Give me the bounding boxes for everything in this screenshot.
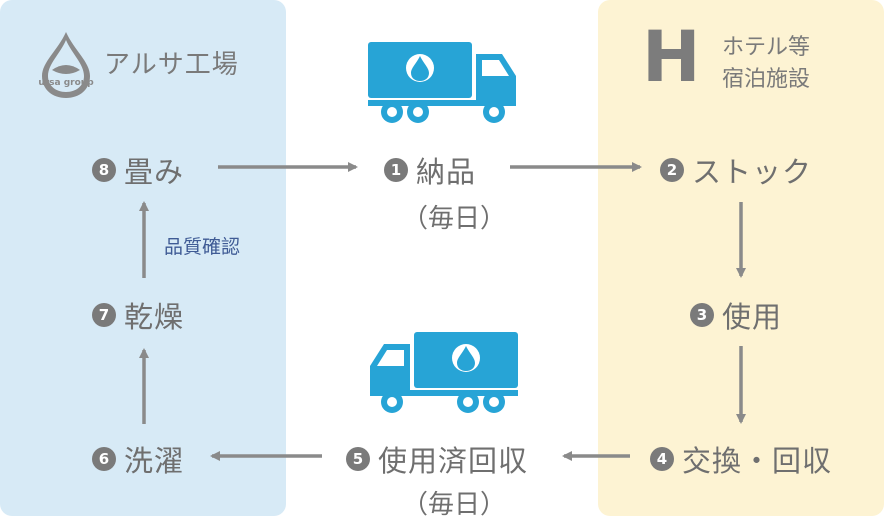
step-8-folding: 8 畳み [92, 149, 184, 191]
step-number-badge: 1 [384, 158, 408, 182]
hotel-name: ホテル等 宿泊施設 [722, 32, 810, 96]
step-number-badge: 2 [660, 158, 684, 182]
factory-name: アルサ工場 [104, 50, 239, 80]
step-number-badge: 4 [650, 447, 674, 471]
hotel-name-line1: ホテル等 [722, 35, 811, 60]
delivery-truck-icon [368, 42, 516, 123]
step-5-frequency: （毎日） [402, 490, 507, 520]
step-label: 納品 [416, 155, 477, 189]
step-number-badge: 5 [346, 447, 370, 471]
ursa-drop-logo-icon: ursa group [38, 32, 94, 98]
step-label: 使用 [722, 300, 783, 334]
step-number-badge: 8 [92, 158, 116, 182]
step-4-exchange-collect: 4 交換・回収 [650, 438, 832, 480]
logo-text: ursa group [38, 78, 94, 88]
step-number-badge: 3 [690, 303, 714, 327]
step-6-washing: 6 洗濯 [92, 438, 184, 480]
step-3-use: 3 使用 [690, 294, 782, 336]
step-label: 畳み [124, 155, 185, 189]
step-label: 乾燥 [124, 300, 185, 334]
step-2-stock: 2 ストック [660, 149, 812, 191]
pickup-truck-icon [370, 332, 518, 413]
step-7-drying: 7 乾燥 [92, 294, 184, 336]
quality-check-label: 品質確認 [164, 236, 241, 258]
step-label: 交換・回収 [682, 444, 833, 478]
step-label: 使用済回収 [378, 444, 529, 478]
step-label: ストック [692, 155, 813, 189]
hotel-h-icon: H [642, 16, 701, 98]
step-1-frequency: （毎日） [402, 204, 507, 234]
step-label: 洗濯 [124, 444, 185, 478]
step-number-badge: 7 [92, 303, 116, 327]
step-1-delivery: 1 納品 [384, 149, 476, 191]
step-5-used-collection: 5 使用済回収 [346, 438, 528, 480]
step-number-badge: 6 [92, 447, 116, 471]
hotel-name-line2: 宿泊施設 [722, 67, 811, 92]
